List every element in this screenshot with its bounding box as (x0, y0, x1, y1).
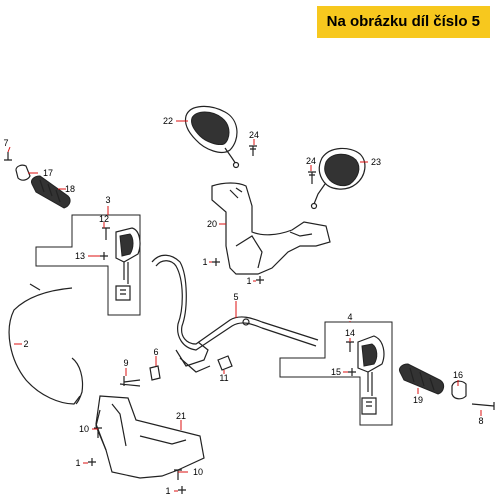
screw-13[interactable] (100, 252, 108, 260)
screw-14[interactable] (346, 341, 354, 352)
right-grip-end[interactable] (451, 380, 467, 400)
bolt-9[interactable] (119, 376, 141, 387)
label-24-left: 24 (249, 130, 259, 140)
nut-11[interactable] (217, 355, 233, 371)
label-1-bottom: 1 (165, 486, 170, 496)
label-10-left: 10 (79, 424, 89, 434)
left-grip-end[interactable] (15, 164, 31, 181)
right-mirror[interactable] (310, 147, 366, 210)
label-17: 17 (43, 168, 53, 178)
label-10-right: 10 (193, 467, 203, 477)
screw-12[interactable] (102, 227, 110, 240)
handlebar-cover-rear[interactable] (95, 395, 205, 479)
handlebar-cover-front[interactable] (211, 182, 331, 275)
label-21: 21 (176, 411, 186, 421)
screw-8[interactable] (471, 402, 495, 410)
clamp-6[interactable] (149, 365, 161, 381)
screw-1-bottom[interactable] (178, 486, 186, 494)
label-1-mid: 1 (246, 276, 251, 286)
label-24-right: 24 (306, 156, 316, 166)
label-7: 7 (3, 138, 8, 148)
label-6: 6 (153, 347, 158, 357)
bolt-24-left[interactable] (249, 145, 257, 156)
label-1-lower-left: 1 (75, 458, 80, 468)
left-switch-housing[interactable] (115, 227, 141, 301)
screw-15[interactable] (348, 368, 356, 376)
label-22: 22 (163, 116, 173, 126)
label-15: 15 (331, 367, 341, 377)
throttle-cable[interactable] (8, 283, 84, 405)
leader-lines (7, 120, 482, 492)
right-switch-housing[interactable] (357, 335, 385, 415)
label-3: 3 (105, 195, 110, 205)
label-12: 12 (99, 214, 109, 224)
label-4: 4 (347, 312, 352, 322)
label-18: 18 (65, 184, 75, 194)
bolt-24-right[interactable] (308, 171, 316, 184)
label-11: 11 (219, 373, 228, 383)
label-2: 2 (23, 339, 28, 349)
screw-10-left[interactable] (94, 427, 102, 438)
label-19: 19 (413, 395, 423, 405)
right-grip[interactable] (399, 363, 445, 395)
label-13: 13 (75, 251, 85, 261)
label-14: 14 (345, 328, 355, 338)
left-mirror[interactable] (184, 105, 240, 169)
screw-1-mid[interactable] (256, 276, 264, 284)
label-16: 16 (453, 370, 463, 380)
handlebar[interactable] (151, 254, 319, 373)
label-23: 23 (371, 157, 381, 167)
screw-7[interactable] (4, 152, 12, 161)
right-switch-group-frame (279, 321, 393, 426)
screw-1-lower-left[interactable] (88, 458, 96, 466)
part-number-banner: Na obrázku díl číslo 5 (316, 6, 490, 38)
screw-1-upper[interactable] (212, 258, 220, 266)
label-1-upper: 1 (202, 257, 207, 267)
part-number-labels: 7 17 18 3 12 13 22 24 24 23 20 1 1 5 2 4… (3, 116, 483, 496)
label-5: 5 (233, 292, 238, 302)
left-grip[interactable] (31, 175, 71, 209)
label-8: 8 (478, 416, 483, 426)
label-9: 9 (123, 358, 128, 368)
label-20: 20 (207, 219, 217, 229)
